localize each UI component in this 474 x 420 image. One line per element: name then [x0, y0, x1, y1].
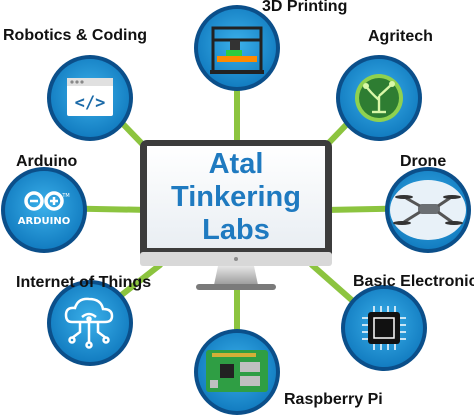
node-electronics [341, 285, 427, 371]
microchip-icon [362, 306, 406, 350]
node-printing [194, 5, 280, 91]
arduino-tm: TM [61, 193, 69, 199]
node-agritech [336, 55, 422, 141]
label-robotics: Robotics & Coding [3, 27, 147, 44]
drone-icon [390, 180, 466, 240]
label-drone: Drone [400, 153, 447, 170]
arduino-wordmark: ARDUINO [18, 216, 70, 227]
node-drone [385, 167, 471, 253]
label-printing: 3D Printing [262, 0, 348, 15]
center-title-line1: Atal [208, 148, 264, 180]
arduino-logo-icon: ARDUINO TM [18, 191, 70, 227]
label-agritech: Agritech [368, 28, 433, 45]
code-window-icon: </> [67, 78, 113, 116]
label-iot: Internet of Things [16, 274, 152, 291]
raspberry-pi-board-icon [206, 350, 268, 392]
monitor-base [196, 284, 276, 290]
node-robotics: </> [47, 55, 133, 141]
plant-circuit-icon [355, 74, 403, 122]
monitor-neck [214, 266, 258, 285]
center-title-line2: Tinkering [171, 181, 301, 213]
monitor [140, 140, 332, 290]
center-title: Atal Tinkering Labs [150, 148, 322, 247]
3d-printer-icon [210, 26, 264, 74]
label-arduino: Arduino [16, 153, 78, 170]
center-title-line3: Labs [202, 214, 270, 246]
node-raspberry [194, 329, 280, 415]
cloud-network-icon [64, 297, 114, 349]
node-iot [47, 280, 133, 366]
label-raspberry: Raspberry Pi [284, 391, 383, 408]
svg-text:</>: </> [75, 93, 106, 113]
monitor-screen [147, 146, 325, 248]
monitor-logo-dot [234, 257, 238, 261]
node-arduino: ARDUINO TM [1, 167, 87, 253]
label-electronics: Basic Electronics [353, 273, 474, 290]
